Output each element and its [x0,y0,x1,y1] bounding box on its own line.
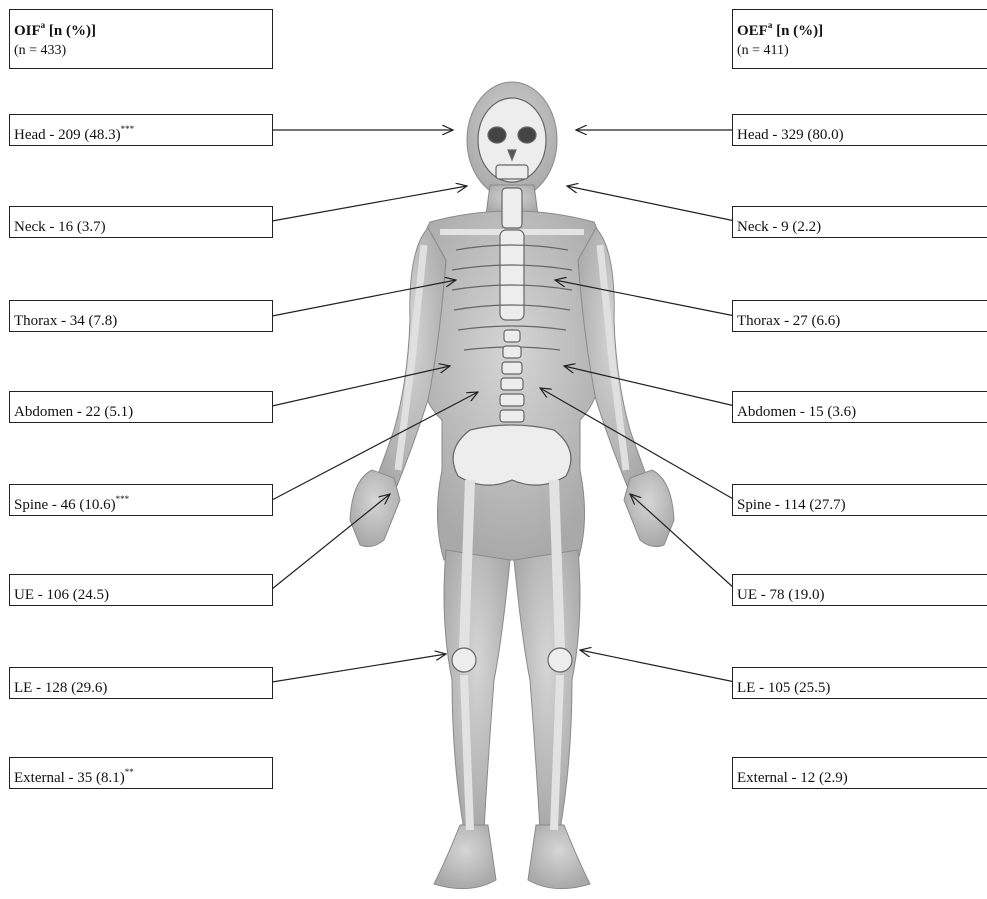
left-title: OIFa [n (%)] [14,23,96,39]
right-arrow-neck [567,186,735,221]
right-box-abdomen: Abdomen - 15 (3.6) [732,391,987,423]
right-box-thorax: Thorax - 27 (6.6) [732,300,987,332]
left-arrow-le [272,654,446,682]
left-box-spine: Spine - 46 (10.6)*** [9,484,273,516]
right-box-le: LE - 105 (25.5) [732,667,987,699]
right-n-label: (n = 411) [737,41,987,61]
left-box-external: External - 35 (8.1)** [9,757,273,789]
right-arrow-le [580,650,735,682]
left-arrow-neck [272,186,467,221]
left-box-abdomen: Abdomen - 22 (5.1) [9,391,273,423]
right-box-neck: Neck - 9 (2.2) [732,206,987,238]
left-header-box: OIFa [n (%)] (n = 433) [9,9,273,69]
left-box-neck: Neck - 16 (3.7) [9,206,273,238]
right-box-ue: UE - 78 (19.0) [732,574,987,606]
left-n-label: (n = 433) [14,41,272,61]
right-header-box: OEFa [n (%)] (n = 411) [732,9,987,69]
left-box-thorax: Thorax - 34 (7.8) [9,300,273,332]
right-box-head: Head - 329 (80.0) [732,114,987,146]
skeleton-bones [398,98,626,830]
right-box-spine: Spine - 114 (27.7) [732,484,987,516]
right-title: OEFa [n (%)] [737,23,823,39]
left-box-head: Head - 209 (48.3)*** [9,114,273,146]
left-box-le: LE - 128 (29.6) [9,667,273,699]
left-box-ue: UE - 106 (24.5) [9,574,273,606]
right-box-external: External - 12 (2.9) [732,757,987,789]
